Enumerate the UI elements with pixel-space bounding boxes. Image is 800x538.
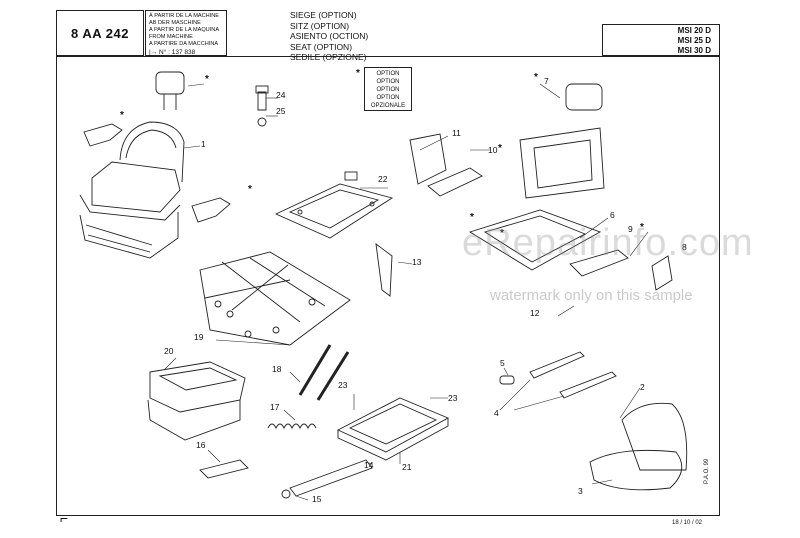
backrest-frame-drawing bbox=[409, 83, 605, 199]
model-item: MSI 30 D bbox=[677, 46, 711, 55]
option-legend: OPTION OPTION OPTION OPTION OPZIONALE bbox=[364, 67, 412, 111]
machine-note-line: A PARTIR DE LA MAQUINA bbox=[149, 27, 220, 33]
slide-rails-drawing bbox=[499, 351, 617, 399]
callout-12: 12 bbox=[530, 308, 540, 318]
title-en: SEAT (OPTION) bbox=[290, 41, 353, 52]
callout-11: 11 bbox=[452, 128, 461, 138]
option-star: * bbox=[205, 74, 209, 85]
title-fr: SIEGE (OPTION) bbox=[290, 10, 357, 20]
corner-mark: ⌐ bbox=[60, 510, 69, 526]
title-es: ASIENTO (OCTION) bbox=[290, 31, 369, 41]
callout-13: 13 bbox=[412, 257, 422, 267]
callout-9: 9 bbox=[628, 224, 633, 234]
option-legend-line: OPZIONALE bbox=[370, 103, 406, 109]
page-title-block: SIEGE (OPTION) SITZ (OPTION) ASIENTO (OC… bbox=[290, 10, 368, 63]
seat-pan-drawing bbox=[468, 209, 602, 271]
machine-note-line: A PARTIRE DA MACCHINA bbox=[149, 41, 219, 47]
callout-16: 16 bbox=[196, 440, 206, 450]
callout-7: 7 bbox=[544, 76, 549, 86]
option-star: * bbox=[534, 72, 538, 83]
callout-4: 4 bbox=[494, 408, 499, 418]
seat-assembly-drawing bbox=[79, 71, 231, 259]
callout-21: 21 bbox=[402, 462, 412, 472]
callout-5: 5 bbox=[500, 358, 505, 368]
callout-23-b: 23 bbox=[448, 393, 458, 403]
machine-note-line: À PARTIR DE LA MACHINE bbox=[149, 13, 220, 19]
option-legend-line: OPTION bbox=[376, 79, 400, 85]
legend-star: * bbox=[356, 68, 360, 79]
callout-1: 1 bbox=[201, 139, 206, 149]
shock-absorber-drawing bbox=[298, 344, 350, 401]
scissor-suspension-drawing bbox=[199, 251, 351, 346]
option-star: * bbox=[640, 222, 644, 233]
model-item: MSI 25 D bbox=[677, 36, 711, 45]
armrest-drawing bbox=[569, 249, 629, 277]
option-legend-line: OPTION bbox=[376, 71, 400, 77]
option-star: * bbox=[248, 184, 252, 195]
callout-20: 20 bbox=[164, 346, 174, 356]
callout-18: 18 bbox=[272, 364, 282, 374]
bracket-drawing bbox=[375, 242, 393, 297]
title-de: SITZ (OPTION) bbox=[290, 20, 350, 31]
callout-17: 17 bbox=[270, 402, 280, 412]
machine-note-line: FROM MACHINE bbox=[149, 34, 193, 40]
base-frame-drawing bbox=[336, 397, 450, 461]
option-star: * bbox=[500, 228, 504, 239]
lever-drawing bbox=[199, 459, 249, 479]
title-it: SEDILE (OPZIONE) bbox=[290, 52, 367, 62]
serial-prefix: |→ N° : bbox=[149, 49, 170, 56]
option-star: * bbox=[120, 110, 124, 121]
machine-note-box: À PARTIR DE LA MACHINE AB DER MASCHINE A… bbox=[145, 10, 227, 56]
model-item: MSI 20 D bbox=[677, 26, 711, 35]
callout-10: 10 bbox=[488, 145, 498, 155]
spring-drawing bbox=[267, 423, 317, 430]
option-star: * bbox=[498, 143, 502, 154]
bolt-and-nut-drawing bbox=[255, 85, 269, 127]
drawing-frame bbox=[56, 56, 720, 516]
handle-drawing bbox=[651, 255, 673, 291]
callout-8: 8 bbox=[682, 242, 687, 252]
callout-24: 24 bbox=[276, 90, 286, 100]
document-date: 18 / 10 / 02 bbox=[672, 520, 703, 526]
callout-23: 23 bbox=[338, 380, 348, 390]
seat-cushion-drawing bbox=[589, 402, 688, 491]
callout-14: 14 bbox=[364, 460, 374, 470]
serial-number: 137 838 bbox=[171, 49, 196, 56]
callout-15: 15 bbox=[312, 494, 322, 504]
knob-drawing bbox=[281, 489, 291, 499]
callout-19: 19 bbox=[194, 332, 204, 342]
watermark-sub: watermark only on this sample bbox=[490, 287, 693, 304]
machine-note-line: AB DER MASCHINE bbox=[149, 20, 201, 26]
callout-6: 6 bbox=[610, 210, 615, 220]
option-legend-line: OPTION bbox=[376, 87, 400, 93]
callout-2: 2 bbox=[640, 382, 645, 392]
callout-3: 3 bbox=[578, 486, 583, 496]
option-legend-line: OPTION bbox=[376, 95, 400, 101]
document-code: P.A.O. 99 bbox=[704, 458, 710, 484]
reference-number: 8 AA 242 bbox=[56, 10, 144, 56]
rail-drawing bbox=[289, 459, 373, 497]
slide-rail-drawing bbox=[274, 171, 394, 239]
callout-22: 22 bbox=[378, 174, 388, 184]
callout-25: 25 bbox=[276, 106, 286, 116]
serial-row: |→ N° : 137 838 bbox=[149, 49, 223, 56]
model-list: MSI 20 D MSI 25 D MSI 30 D bbox=[602, 24, 720, 56]
option-star: * bbox=[470, 212, 474, 223]
watermark-main: eRepairinfo.com bbox=[462, 222, 754, 264]
cushion-box-drawing bbox=[147, 361, 246, 441]
